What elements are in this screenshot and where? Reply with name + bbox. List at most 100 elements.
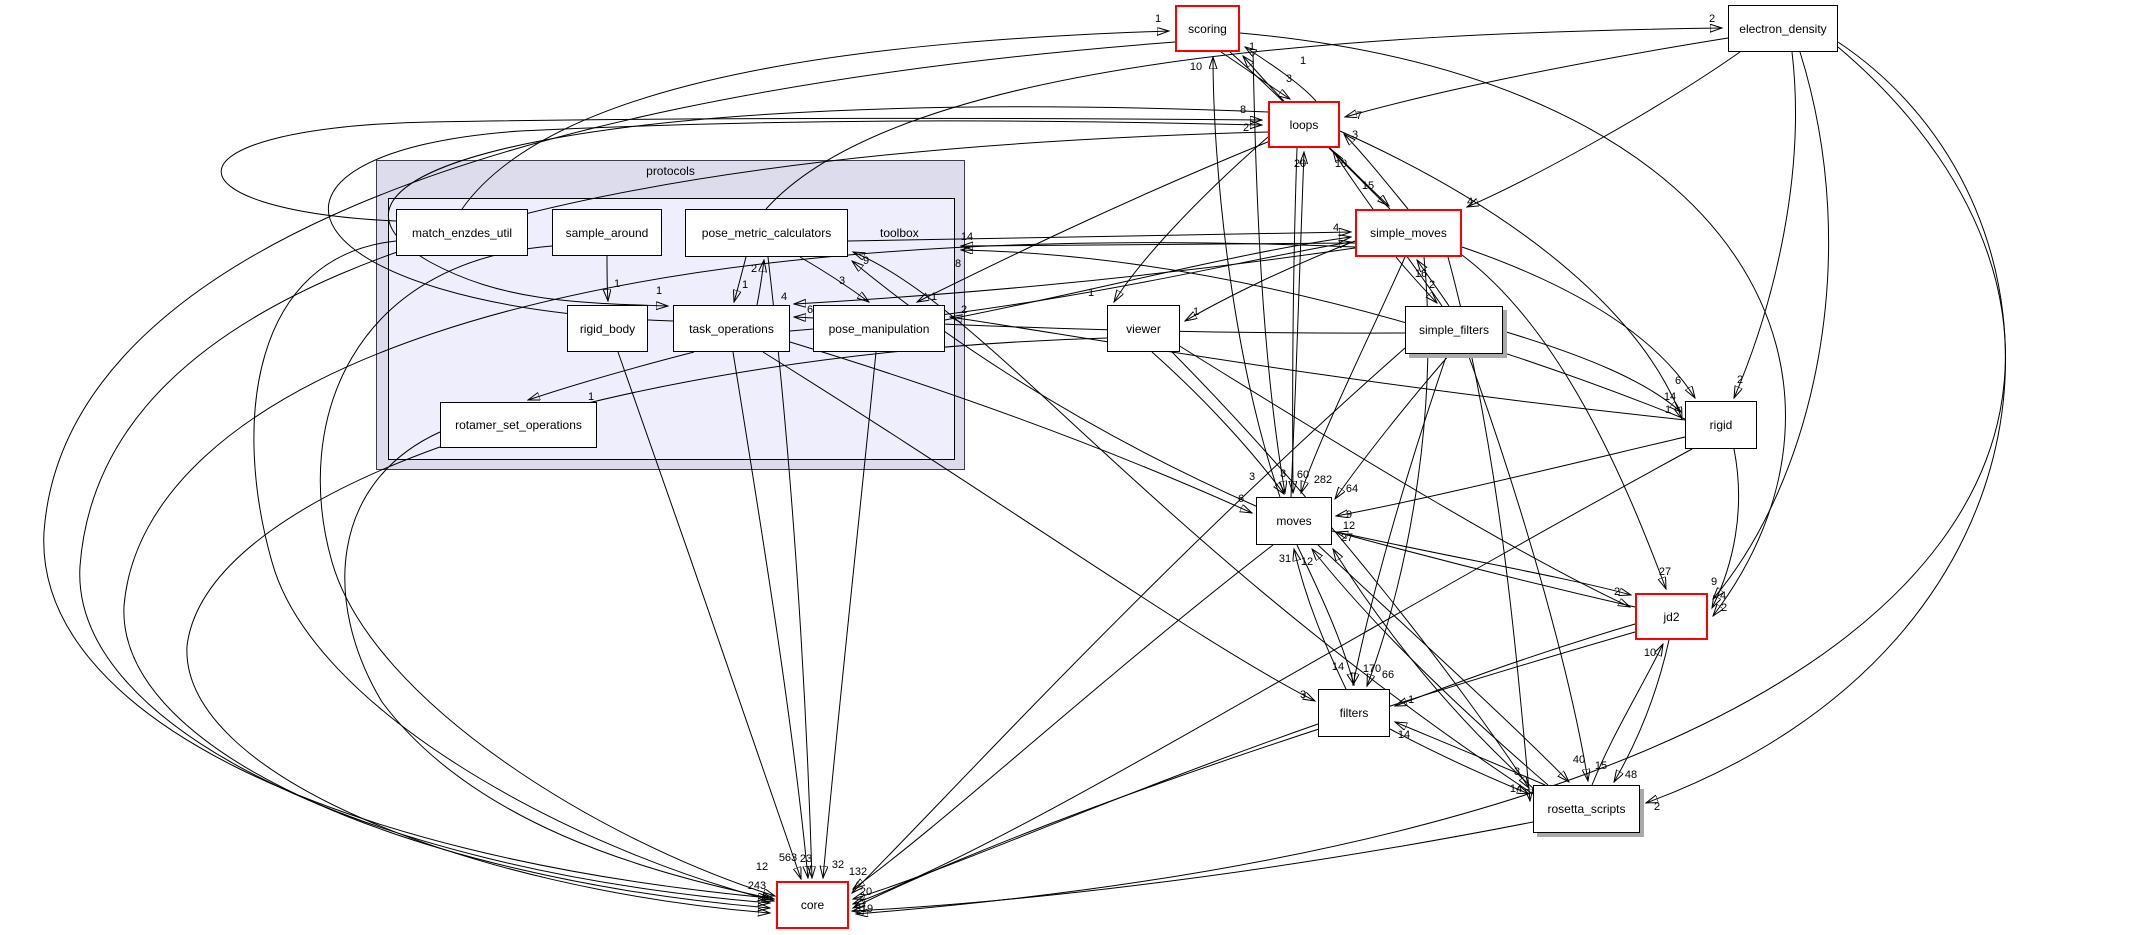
edge-simple_moves-viewer — [1185, 240, 1356, 321]
edge-count-label: 14 — [1332, 661, 1344, 673]
edge-count-label: 14 — [1664, 391, 1676, 403]
edge-viewer-jd2 — [1177, 344, 1630, 607]
edge-count-label: 2 — [1654, 801, 1660, 813]
node-pose_metric_calculators[interactable]: pose_metric_calculators — [685, 209, 848, 257]
edge-task_operations-rotamer_set_operations — [528, 351, 695, 400]
edge-simple_moves-jd2 — [1461, 254, 1666, 589]
edge-match_enzdes_util-core — [253, 240, 774, 901]
node-simple_filters[interactable]: simple_filters — [1405, 306, 1503, 354]
edge-count-label: 8 — [955, 258, 961, 270]
node-rigid_body[interactable]: rigid_body — [567, 305, 648, 352]
edge-count-label: 1 — [1408, 694, 1414, 706]
node-pose_manipulation[interactable]: pose_manipulation — [813, 305, 945, 352]
edge-count-label: 7 — [1356, 110, 1362, 122]
node-simple_moves[interactable]: simple_moves — [1355, 209, 1462, 257]
edge-count-label: 2 — [1737, 374, 1743, 386]
edge-count-label: 10 — [1644, 647, 1656, 659]
edge-count-label: 9 — [863, 255, 869, 267]
edge-count-label: 14 — [1510, 783, 1522, 795]
edge-task_operations-core — [732, 351, 808, 878]
node-match_enzdes_util[interactable]: match_enzdes_util — [396, 209, 528, 256]
edge-count-label: 4 — [1467, 196, 1473, 208]
node-sample_around[interactable]: sample_around — [552, 209, 662, 256]
node-moves[interactable]: moves — [1256, 497, 1332, 545]
edge-pose_metric_calculators-electron_density — [765, 28, 1722, 210]
edge-count-label: 1 — [1249, 41, 1255, 53]
edge-count-label: 3 — [1280, 468, 1286, 480]
edge-count-label: 1 — [1665, 404, 1671, 416]
edge-moves-filters — [1296, 544, 1354, 685]
edge-count-label: 2 — [1614, 586, 1620, 598]
edge-count-label: 1 — [1300, 55, 1306, 67]
edge-count-label: 32 — [832, 859, 844, 871]
edge-electron_density-rosetta_scripts — [1646, 41, 2007, 803]
node-rigid[interactable]: rigid — [1685, 401, 1757, 449]
edge-loops-task_operations — [387, 106, 1269, 306]
edge-electron_density-jd2 — [1713, 51, 1830, 599]
node-filters[interactable]: filters — [1318, 689, 1390, 737]
edge-task_operations-pose_metric_calculators — [756, 260, 764, 306]
edge-viewer-moves — [1151, 351, 1284, 494]
edge-pose_metric_calculators-task_operations — [734, 256, 747, 302]
edge-viewer-core — [186, 337, 1108, 913]
edge-count-label: 3 — [1514, 766, 1520, 778]
edge-count-label: 3 — [1300, 689, 1306, 701]
edge-simple_moves-core — [123, 242, 1356, 908]
edge-count-label: 14 — [1398, 729, 1410, 741]
edge-count-label: 9 — [1346, 509, 1352, 521]
edge-count-label: 16 — [1415, 268, 1427, 280]
edge-count-label: 2 — [961, 304, 967, 316]
edge-match_enzdes_util-loops — [220, 118, 1262, 222]
edge-count-label: 4 — [781, 291, 787, 303]
edge-scoring-jd2 — [1239, 32, 1786, 616]
node-jd2[interactable]: jd2 — [1635, 593, 1708, 640]
edge-count-label: 1 — [588, 391, 594, 403]
edge-count-label: 40 — [1573, 754, 1585, 766]
node-task_operations[interactable]: task_operations — [673, 305, 790, 352]
edge-count-label: 6 — [1675, 375, 1681, 387]
edge-count-label: 6 — [807, 304, 813, 316]
edge-electron_density-core — [856, 46, 2006, 914]
edge-count-label: 12 — [1301, 556, 1313, 568]
edge-simple_filters-moves — [1335, 353, 1451, 499]
edge-pose_manipulation-core — [823, 351, 877, 878]
edge-loops-viewer — [1114, 136, 1269, 302]
edge-count-label: 3 — [839, 275, 845, 287]
edge-count-label: 8 — [1240, 104, 1246, 116]
edge-count-label: 12 — [756, 861, 768, 873]
node-rosetta_scripts[interactable]: rosetta_scripts — [1533, 785, 1640, 833]
edge-rigid-toolbox — [961, 250, 1686, 420]
edge-count-label: 10 — [1190, 61, 1202, 73]
edge-count-label: 6 — [1238, 493, 1244, 505]
edge-count-label: 64 — [1346, 483, 1358, 495]
node-core[interactable]: core — [776, 881, 849, 929]
edge-count-label: 282 — [1314, 474, 1332, 486]
node-scoring[interactable]: scoring — [1175, 5, 1240, 52]
edge-rosetta_scripts-filters — [1395, 722, 1546, 786]
edge-pose_manipulation-simple_moves — [944, 237, 1351, 321]
node-loops[interactable]: loops — [1268, 101, 1340, 148]
edge-count-label: 3 — [1286, 73, 1292, 85]
edge-simple_moves-loops — [1344, 134, 1409, 210]
edge-count-label: 2 — [1721, 602, 1727, 614]
overlapping-count-label: 243 — [748, 880, 766, 892]
edge-electron_density-loops — [1345, 37, 1729, 117]
edge-task_operations-filters — [762, 351, 1315, 701]
edge-count-label: 563 — [779, 852, 797, 864]
node-rotamer_set_operations[interactable]: rotamer_set_operations — [440, 402, 597, 448]
edge-count-label: 170 — [1363, 663, 1381, 675]
node-electron_density[interactable]: electron_density — [1728, 5, 1838, 52]
edge-count-label: 4 — [1720, 590, 1726, 602]
edge-moves-core — [853, 544, 1274, 889]
edge-simple_filters-core — [852, 347, 1406, 893]
edge-count-label: 10 — [1335, 158, 1347, 170]
edge-count-label: 66 — [1382, 669, 1394, 681]
edge-count-label: 12 — [1343, 520, 1355, 532]
edge-count-label: 1 — [1088, 287, 1094, 299]
edge-count-label: 14 — [961, 231, 973, 243]
overlapping-count-label: 819 — [855, 903, 873, 915]
edge-moves-scoring — [1213, 57, 1281, 498]
node-viewer[interactable]: viewer — [1107, 305, 1180, 352]
